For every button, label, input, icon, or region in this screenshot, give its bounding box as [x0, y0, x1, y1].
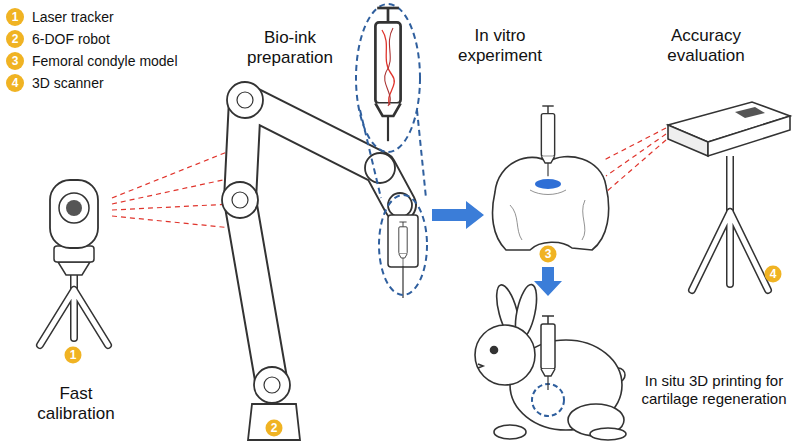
legend-text: Laser tracker	[32, 9, 114, 25]
callout-number: 3	[12, 55, 19, 67]
legend-row: 4 3D scanner	[6, 72, 178, 94]
callout-number: 1	[12, 11, 19, 23]
legend-row: 3 Femoral condyle model	[6, 50, 178, 72]
legend-text: 6-DOF robot	[32, 31, 110, 47]
callout-circle-fill	[540, 246, 557, 263]
callout-circle-fill	[266, 420, 283, 437]
laser-beam	[112, 150, 232, 228]
callout-number: 4	[12, 77, 19, 89]
callout-number: 4	[764, 265, 782, 283]
bio-ink-syringe	[375, 8, 400, 141]
callout-circle-fill	[765, 266, 782, 283]
legend-text: 3D scanner	[32, 75, 104, 91]
callout-circle: 3	[539, 245, 557, 263]
zoom-callout	[356, 4, 427, 295]
femoral-condyle	[493, 106, 609, 250]
callout-number: 3	[539, 245, 557, 263]
syringe	[541, 316, 555, 390]
step-label: In vitro experiment	[445, 26, 555, 67]
legend-swatch: 3	[6, 52, 24, 70]
legend: 1 Laser tracker 2 6-DOF robot 3 Femoral condy…	[6, 6, 178, 94]
callout-number: 1	[64, 346, 82, 364]
callout-circle: 4	[764, 265, 782, 283]
legend-swatch: 1	[6, 8, 24, 26]
flow-arrow	[534, 267, 562, 296]
step-label: Accuracy evaluation	[651, 26, 761, 67]
step-label: Bio-ink preparation	[230, 28, 350, 69]
scan-beam	[604, 128, 666, 192]
3d-scanner	[668, 102, 790, 290]
callout-circle: 2	[265, 419, 283, 437]
step-label: In situ 3D printing for cartilage regene…	[632, 372, 796, 408]
rabbit	[475, 283, 626, 440]
callout-circle-fill	[65, 347, 82, 364]
legend-row: 2 6-DOF robot	[6, 28, 178, 50]
callout-number: 2	[265, 419, 283, 437]
legend-text: Femoral condyle model	[32, 53, 178, 69]
step-label: Fast calibration	[21, 384, 131, 425]
flow-arrow	[432, 201, 484, 229]
legend-swatch: 2	[6, 30, 24, 48]
legend-row: 1 Laser tracker	[6, 6, 178, 28]
laser-tracker	[40, 180, 108, 345]
legend-swatch: 4	[6, 74, 24, 92]
callout-circle: 1	[64, 346, 82, 364]
callout-number: 2	[12, 33, 19, 45]
